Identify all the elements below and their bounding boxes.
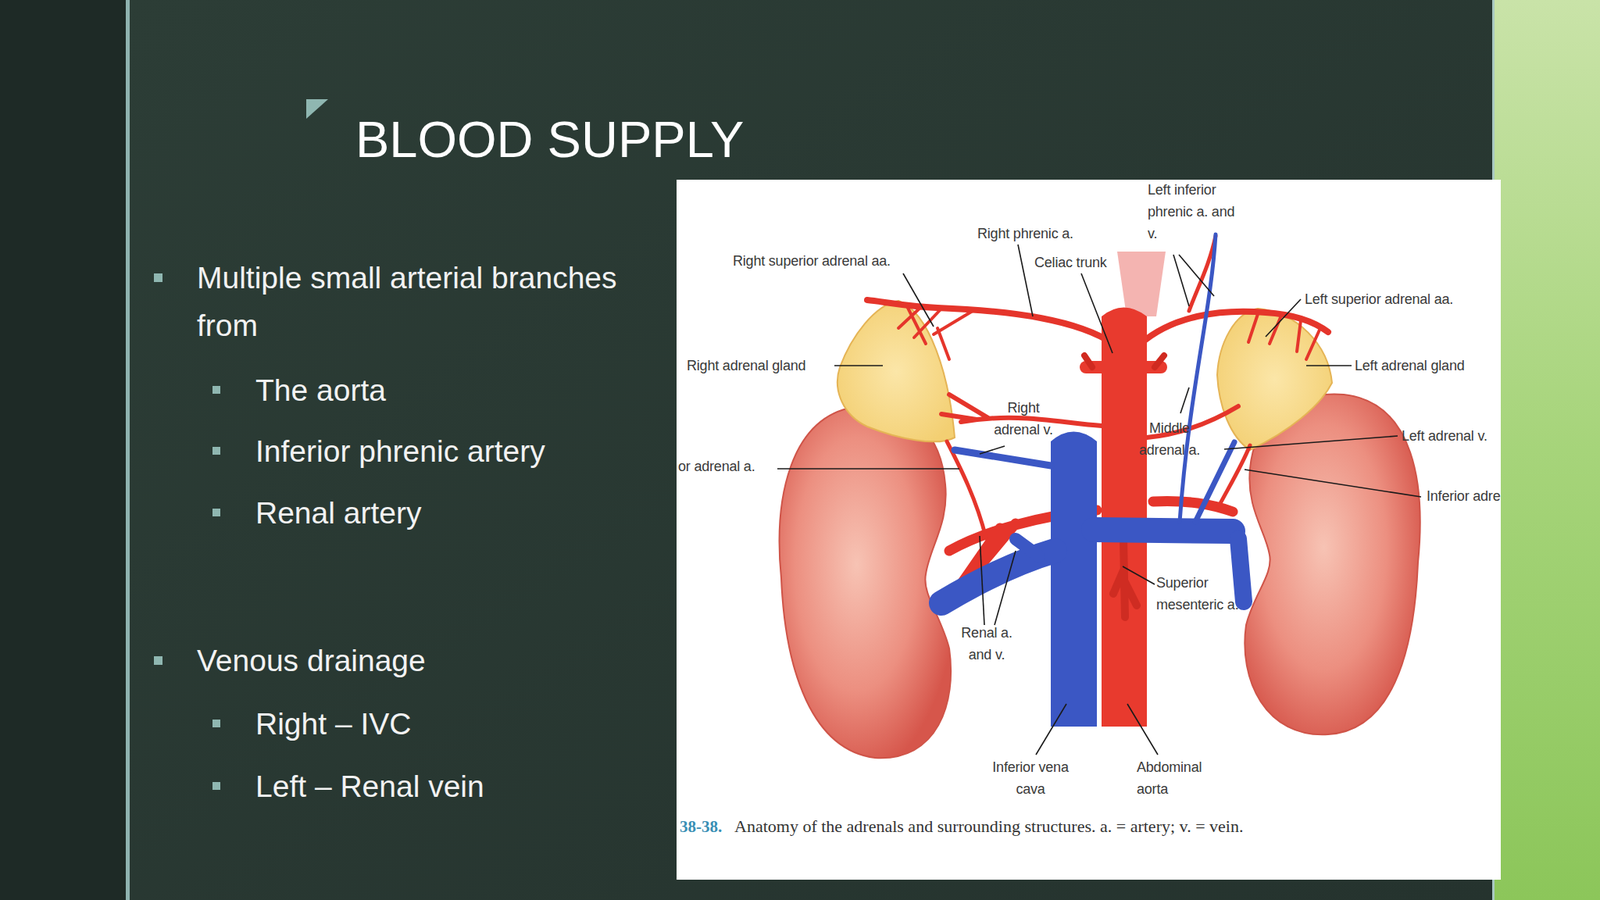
sub-bullet-text: The aorta bbox=[255, 366, 693, 415]
anatomy-label: Right adrenal gland bbox=[686, 354, 859, 377]
anatomy-label: Right phrenic a. bbox=[977, 222, 1134, 245]
anatomy-label: Middle adrenal a. bbox=[1138, 417, 1201, 461]
anatomy-label: Abdominal aorta bbox=[1136, 756, 1223, 800]
diaphragm-crus bbox=[1117, 251, 1166, 317]
leader-lines bbox=[777, 244, 1422, 755]
bullet-text: Multiple small arterial branches from bbox=[196, 253, 682, 350]
left-adrenal-gland bbox=[1217, 308, 1333, 450]
slide-title: BLOOD SUPPLY bbox=[355, 114, 744, 165]
anatomy-label: Left superior adrenal aa. bbox=[1304, 288, 1493, 311]
anatomy-label: Left adrenal v. bbox=[1401, 425, 1527, 447]
sub-bullet-text: Renal artery bbox=[255, 489, 693, 537]
bullet-text: Venous drainage bbox=[196, 636, 682, 685]
anatomy-label: Inferior vena cava bbox=[991, 756, 1070, 800]
right-adrenal-gland bbox=[837, 300, 955, 442]
anatomy-label: Renal a. and v. bbox=[957, 621, 1016, 666]
accent-line bbox=[125, 0, 130, 900]
anatomy-label: Celiac trunk bbox=[1034, 251, 1191, 274]
anatomy-illustration bbox=[777, 234, 1422, 758]
figure-caption: Anatomy of the adrenals and surrounding … bbox=[734, 816, 1243, 837]
sub-bullet-text: Inferior phrenic artery bbox=[255, 427, 693, 475]
anatomy-label: Right adrenal v. bbox=[992, 396, 1055, 441]
anatomy-label: or adrenal a. bbox=[678, 455, 804, 478]
figure-panel bbox=[676, 179, 1501, 880]
anatomy-label: Left adrenal gland bbox=[1354, 354, 1496, 377]
bullet-markers bbox=[153, 273, 221, 790]
anatomy-label: Right superior adrenal aa. bbox=[732, 250, 968, 272]
inferior-vena-cava bbox=[1050, 432, 1097, 728]
title-marker bbox=[306, 99, 329, 119]
green-edge bbox=[1494, 0, 1600, 900]
sub-bullet-text: Right – IVC bbox=[255, 700, 693, 748]
anatomy-label: Superior mesenteric a. bbox=[1156, 571, 1262, 616]
arteries bbox=[867, 235, 1329, 585]
right-kidney bbox=[779, 406, 951, 759]
sub-bullet-text: Left – Renal vein bbox=[255, 762, 693, 811]
anatomy-label: Left inferior phrenic a. and v. bbox=[1147, 178, 1236, 245]
figure-number: 38-38. bbox=[679, 816, 735, 837]
celiac-trunk bbox=[1085, 360, 1161, 374]
anatomy-label: Inferior adre bbox=[1426, 485, 1552, 508]
superior-mesenteric-artery bbox=[1113, 539, 1137, 618]
veins bbox=[941, 234, 1244, 604]
